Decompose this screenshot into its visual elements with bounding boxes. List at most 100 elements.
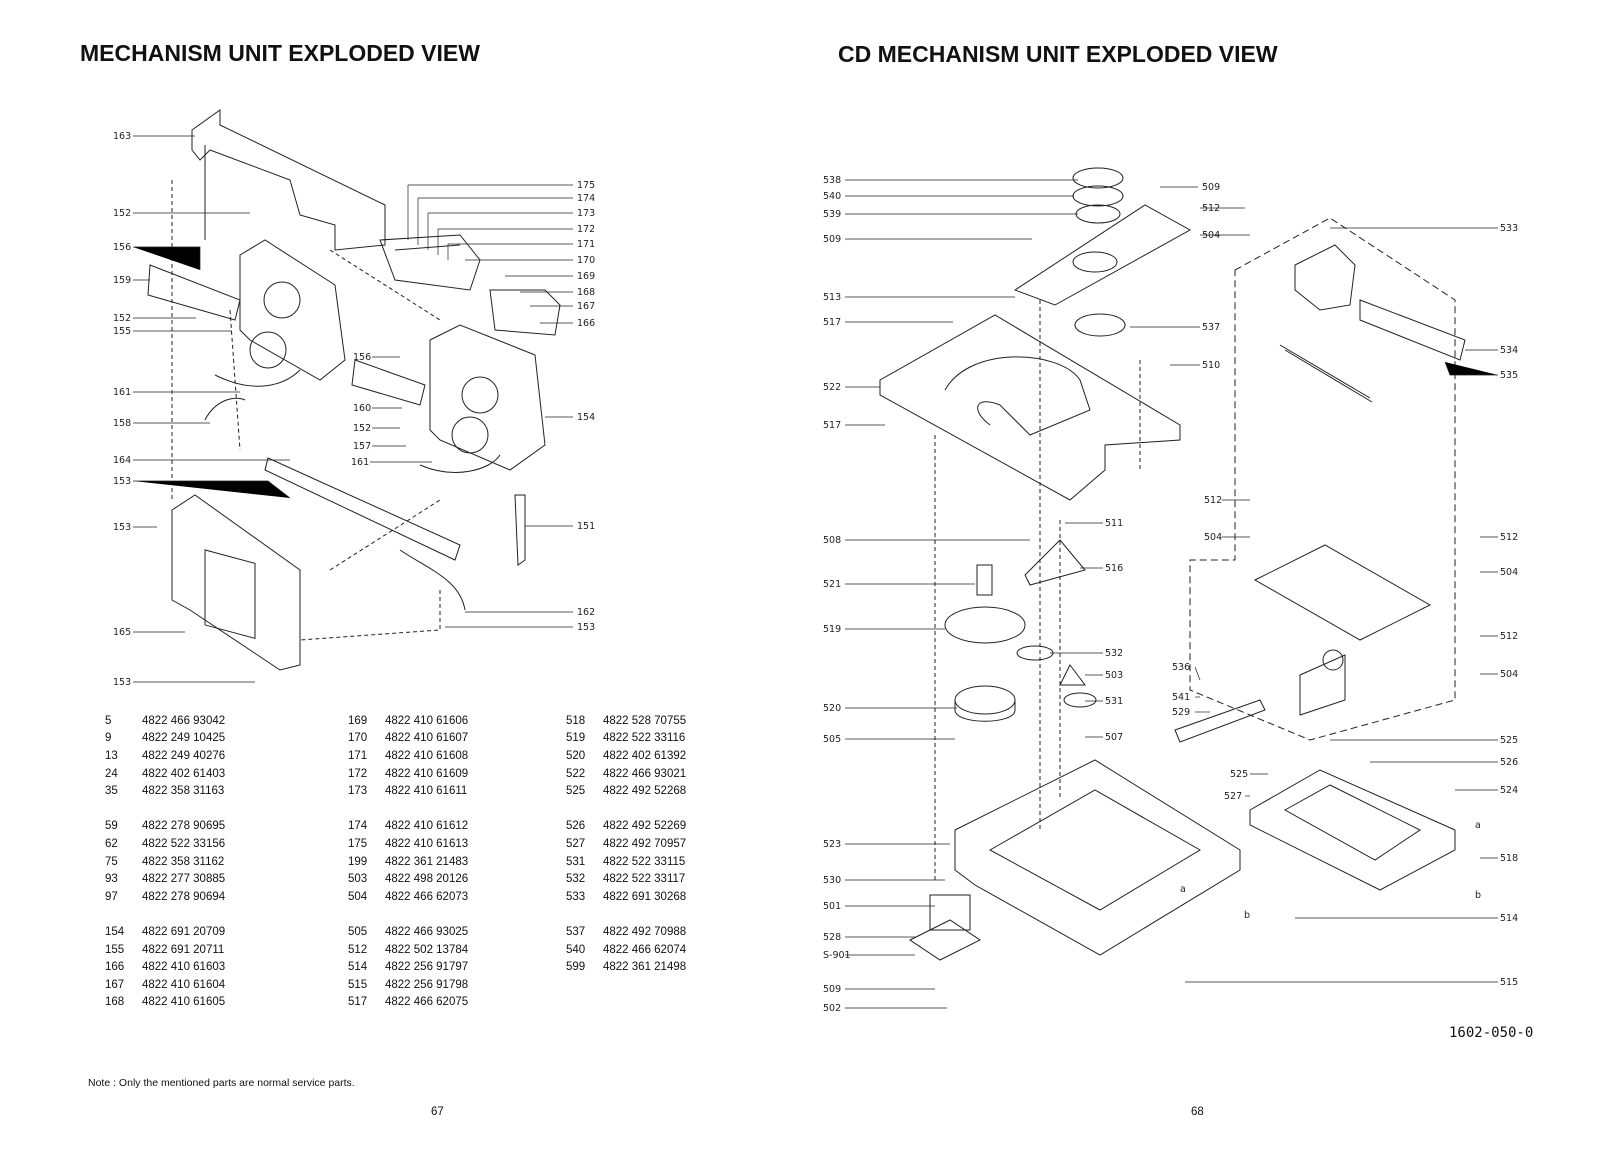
parts-row: 75 4822 358 31162	[105, 853, 225, 871]
callout-label: 171	[577, 239, 595, 250]
part-code: 4822 410 61607	[385, 732, 469, 745]
part-position: 75	[105, 855, 118, 868]
part-position: 174	[348, 820, 368, 833]
callout-label: 524	[1500, 785, 1518, 796]
part-position: 175	[348, 837, 368, 850]
callout-label: 514	[1500, 913, 1518, 924]
part-position: 59	[105, 820, 118, 833]
part-position: 167	[105, 978, 125, 991]
parts-row: 62 4822 522 33156	[105, 835, 225, 853]
part-position: 62	[105, 837, 118, 850]
callout-label: 162	[577, 607, 595, 618]
part-code: 4822 249 10425	[142, 732, 226, 745]
cassette-deck-unit-1	[147, 239, 346, 421]
sled-rod	[1279, 344, 1373, 403]
part-position: 525	[566, 785, 586, 798]
part-code: 4822 502 13784	[385, 943, 469, 956]
callout-label: 540	[823, 191, 841, 202]
part-code: 4822 522 33156	[142, 837, 226, 850]
callout-label: 536	[1172, 662, 1190, 673]
part-code: 4822 528 70755	[603, 714, 687, 727]
callout-label: 521	[823, 579, 841, 590]
callout-label: 539	[823, 209, 841, 220]
part-position: 155	[105, 943, 125, 956]
part-code: 4822 358 31163	[142, 785, 225, 798]
parts-row: 174 4822 410 61612	[348, 818, 468, 836]
part-position: 504	[348, 890, 368, 903]
part-code: 4822 691 30268	[603, 890, 687, 903]
callout-label: 165	[113, 627, 131, 638]
part-code: 4822 522 33116	[603, 732, 686, 745]
callout-label: 155	[113, 326, 131, 337]
callout-label: 154	[577, 412, 595, 423]
part-code: 4822 522 33117	[603, 873, 686, 886]
callout-label: 153	[113, 522, 131, 533]
part-code: 4822 358 31162	[142, 855, 225, 868]
part-position: 537	[566, 925, 586, 938]
callout-label: 161	[113, 387, 131, 398]
part-code: 4822 410 61603	[142, 961, 226, 974]
part-position: 518	[566, 714, 586, 727]
callout-label: 166	[577, 318, 595, 329]
part-code: 4822 691 20711	[142, 943, 225, 956]
motor-pulley-520	[954, 685, 1016, 722]
callout-label: 157	[353, 441, 371, 452]
callout-label: 159	[113, 275, 131, 286]
part-position: 505	[348, 925, 368, 938]
flex-cable-529	[1174, 699, 1266, 743]
part-code: 4822 466 62075	[385, 996, 469, 1009]
part-code: 4822 410 61604	[142, 978, 226, 991]
disc-tray-522	[879, 313, 1181, 501]
wire-162	[399, 549, 466, 611]
part-code: 4822 361 21498	[603, 961, 687, 974]
callout-label: 525	[1230, 769, 1248, 780]
part-position: 199	[348, 855, 368, 868]
callout-label: 509	[1202, 182, 1220, 193]
part-position: 540	[566, 943, 586, 956]
callouts-right-page: 538 540 539 509 513 517 522 517 508 521 …	[823, 175, 1518, 1014]
assembly-guide-lines-left	[171, 180, 441, 641]
part-code: 4822 256 91797	[385, 961, 469, 974]
callout-label: 513	[823, 292, 841, 303]
callout-label: 158	[113, 418, 131, 429]
part-position: 168	[105, 996, 125, 1009]
callout-label: 504	[1500, 669, 1518, 680]
callout-label: 502	[823, 1003, 841, 1014]
part-position: 170	[348, 732, 368, 745]
part-code: 4822 361 21483	[385, 855, 469, 868]
part-code: 4822 410 61611	[385, 785, 468, 798]
part-code: 4822 249 40276	[142, 749, 226, 762]
sub-chassis-524	[1249, 769, 1456, 891]
part-code: 4822 410 61612	[385, 820, 469, 833]
part-position: 522	[566, 767, 586, 780]
part-position: 154	[105, 925, 125, 938]
callout-label: 531	[1105, 696, 1123, 707]
part-position: 173	[348, 785, 368, 798]
callout-label: 512	[1204, 495, 1222, 506]
callout-label: 151	[577, 521, 595, 532]
part-position: 5	[105, 714, 112, 727]
service-note: Note : Only the mentioned parts are norm…	[88, 1077, 355, 1089]
part-position: 515	[348, 978, 368, 991]
parts-row: 518 4822 528 70755	[566, 712, 686, 730]
part-position: 519	[566, 732, 586, 745]
callout-label: 501	[823, 901, 841, 912]
part-position: 527	[566, 837, 586, 850]
part-position: 512	[348, 943, 368, 956]
callout-label: 504	[1202, 230, 1220, 241]
callout-label: 504	[1500, 567, 1518, 578]
